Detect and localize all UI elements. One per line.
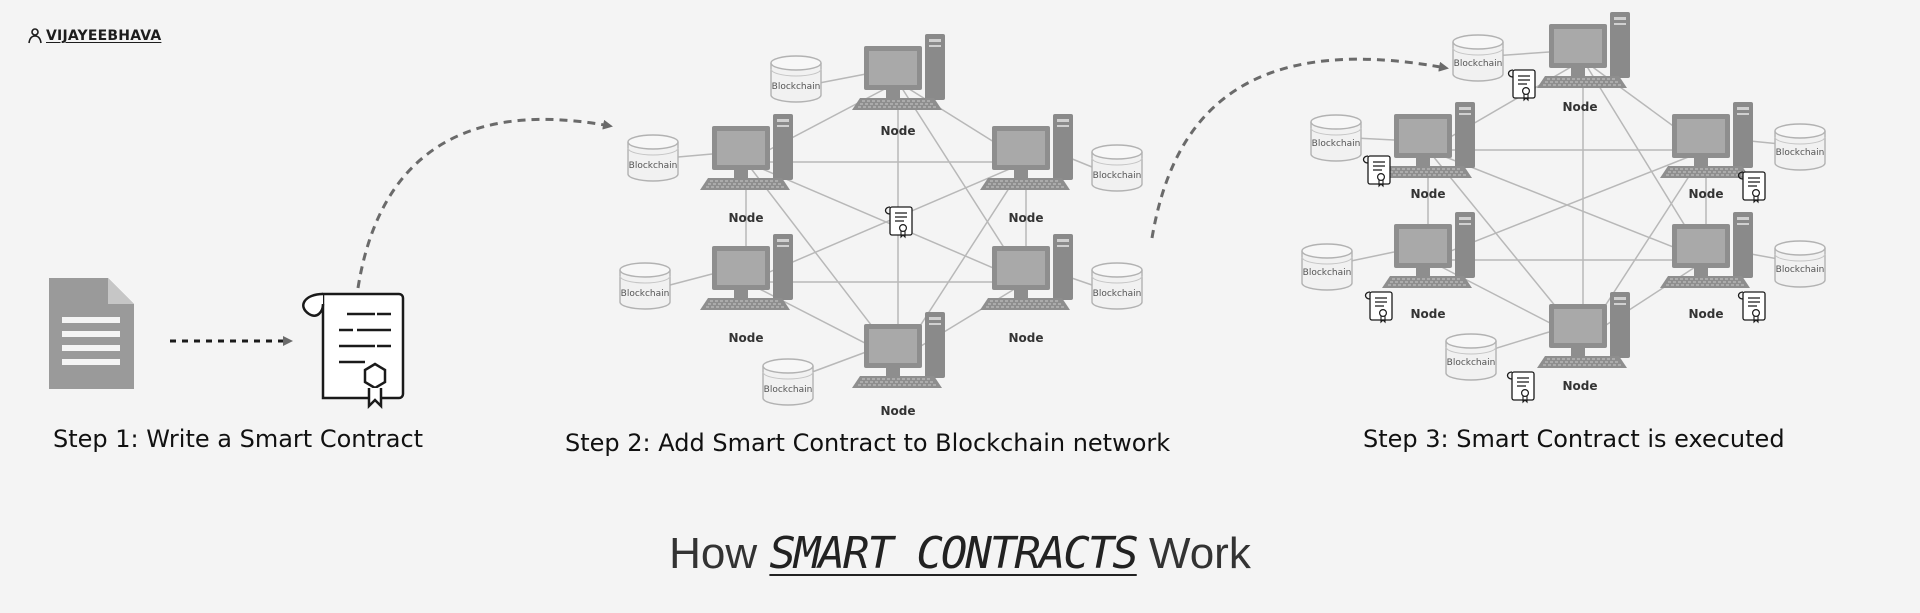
database-icon <box>627 134 679 182</box>
node-computer <box>699 113 794 191</box>
node-label: Node <box>1562 379 1597 393</box>
node-label: Node <box>1008 211 1043 225</box>
blockchain-label: Blockchain <box>621 289 670 299</box>
blockchain-label: Blockchain <box>1454 59 1503 69</box>
title-suffix: Work <box>1136 529 1251 578</box>
node-computer <box>1381 101 1476 179</box>
contract-icon <box>1507 69 1536 101</box>
brand-name: VIJAYEEBHAVA <box>46 28 162 44</box>
node-computer <box>1659 101 1754 179</box>
step2-to-step3-arrow <box>1150 57 1449 239</box>
node-label: Node <box>1688 307 1723 321</box>
contract-icon <box>1737 171 1766 203</box>
step3-network: Node Node Node Node Node Node Blockchain… <box>1301 11 1826 403</box>
brand-logo: VIJAYEEBHAVA <box>28 28 161 44</box>
node-label: Node <box>880 404 915 418</box>
database-icon <box>1445 333 1497 381</box>
database-icon <box>1310 114 1362 162</box>
step3-label: Step 3: Smart Contract is executed <box>1363 425 1785 453</box>
page-title: How SMART CONTRACTS Work <box>0 528 1920 579</box>
node-label: Node <box>1562 100 1597 114</box>
database-icon <box>1774 240 1826 288</box>
blockchain-label: Blockchain <box>764 385 813 395</box>
title-prefix: How <box>669 529 770 578</box>
title-emphasis: SMART CONTRACTS <box>769 528 1138 579</box>
blockchain-label: Blockchain <box>1303 268 1352 278</box>
person-icon <box>28 28 42 44</box>
blockchain-label: Blockchain <box>772 82 821 92</box>
database-icon <box>619 262 671 310</box>
database-icon <box>762 358 814 406</box>
node-computer <box>979 113 1074 191</box>
database-icon <box>1091 144 1143 192</box>
contract-icon <box>884 206 913 238</box>
contract-icon <box>1362 155 1391 187</box>
blockchain-label: Blockchain <box>1312 139 1361 149</box>
node-label: Node <box>1410 187 1445 201</box>
step2-network: Node Node Node Node Node Node Blockchain… <box>619 33 1143 418</box>
database-icon <box>770 55 822 103</box>
node-computer <box>851 33 946 111</box>
smart-contract-icon <box>302 292 405 410</box>
step2-label: Step 2: Add Smart Contract to Blockchain… <box>565 429 1171 457</box>
node-label: Node <box>1688 187 1723 201</box>
database-icon <box>1452 34 1504 82</box>
node-label: Node <box>728 331 763 345</box>
document-icon <box>49 278 134 389</box>
blockchain-label: Blockchain <box>629 161 678 171</box>
node-label: Node <box>880 124 915 138</box>
blockchain-label: Blockchain <box>1776 265 1825 275</box>
database-icon <box>1091 262 1143 310</box>
contract-icon <box>1364 291 1393 323</box>
blockchain-label: Blockchain <box>1093 289 1142 299</box>
node-label: Node <box>1410 307 1445 321</box>
step1-label: Step 1: Write a Smart Contract <box>53 425 424 453</box>
blockchain-label: Blockchain <box>1093 171 1142 181</box>
database-icon <box>1301 243 1353 291</box>
node-label: Node <box>728 211 763 225</box>
blockchain-label: Blockchain <box>1776 148 1825 158</box>
blockchain-label: Blockchain <box>1447 358 1496 368</box>
contract-icon <box>1737 291 1766 323</box>
contract-icon <box>1506 371 1535 403</box>
step1-to-step2-arrow <box>356 117 613 289</box>
node-label: Node <box>1008 331 1043 345</box>
node-computer <box>1536 11 1631 89</box>
database-icon <box>1774 123 1826 171</box>
